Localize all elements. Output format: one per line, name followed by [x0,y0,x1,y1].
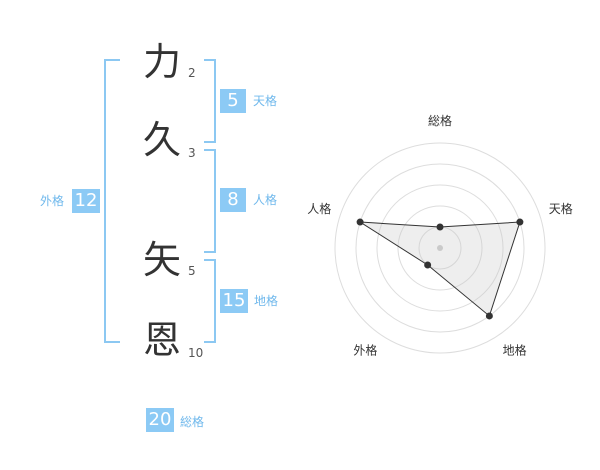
tenkaku-bracket [204,59,216,143]
stroke-count-4: 10 [188,346,204,360]
soukaku-label: 総格 [180,415,205,429]
radar-point [424,261,432,269]
tenkaku-value: 5 [220,89,246,113]
name-char-3: 矢 [142,238,181,282]
radar-ring [376,184,504,312]
soukaku-value: 20 [146,408,174,432]
radar-point [436,223,444,231]
radar-axis-label: 総格 [428,113,452,128]
gaikaku-value: 12 [72,189,100,213]
radar-point [485,312,493,320]
gaikaku-label: 外格 [40,194,65,208]
gaikaku-bracket [104,59,120,343]
radar-ring [334,142,546,354]
name-char-1: 力 [142,40,181,84]
stroke-count-2: 3 [188,146,196,160]
jinkaku-label: 人格 [253,193,278,207]
stroke-count-3: 5 [188,264,196,278]
chikaku-value: 15 [220,289,248,313]
radar-point [356,218,364,226]
radar-axis-label: 外格 [353,343,377,358]
radar-axis-label: 人格 [307,201,331,216]
chikaku-bracket [204,259,216,343]
radar-ring [355,163,525,333]
radar-ring [397,205,483,291]
name-char-4: 恩 [142,318,181,362]
name-char-2: 久 [142,118,181,162]
jinkaku-bracket [204,149,216,253]
chikaku-label: 地格 [254,294,279,308]
tenkaku-label: 天格 [253,94,278,108]
radar-point [516,218,524,226]
radar-axis-label: 地格 [503,343,527,358]
radar-area [359,221,521,317]
radar-axis-label: 天格 [549,201,573,216]
jinkaku-value: 8 [220,188,246,212]
radar-center [437,245,443,251]
stroke-count-1: 2 [188,66,196,80]
